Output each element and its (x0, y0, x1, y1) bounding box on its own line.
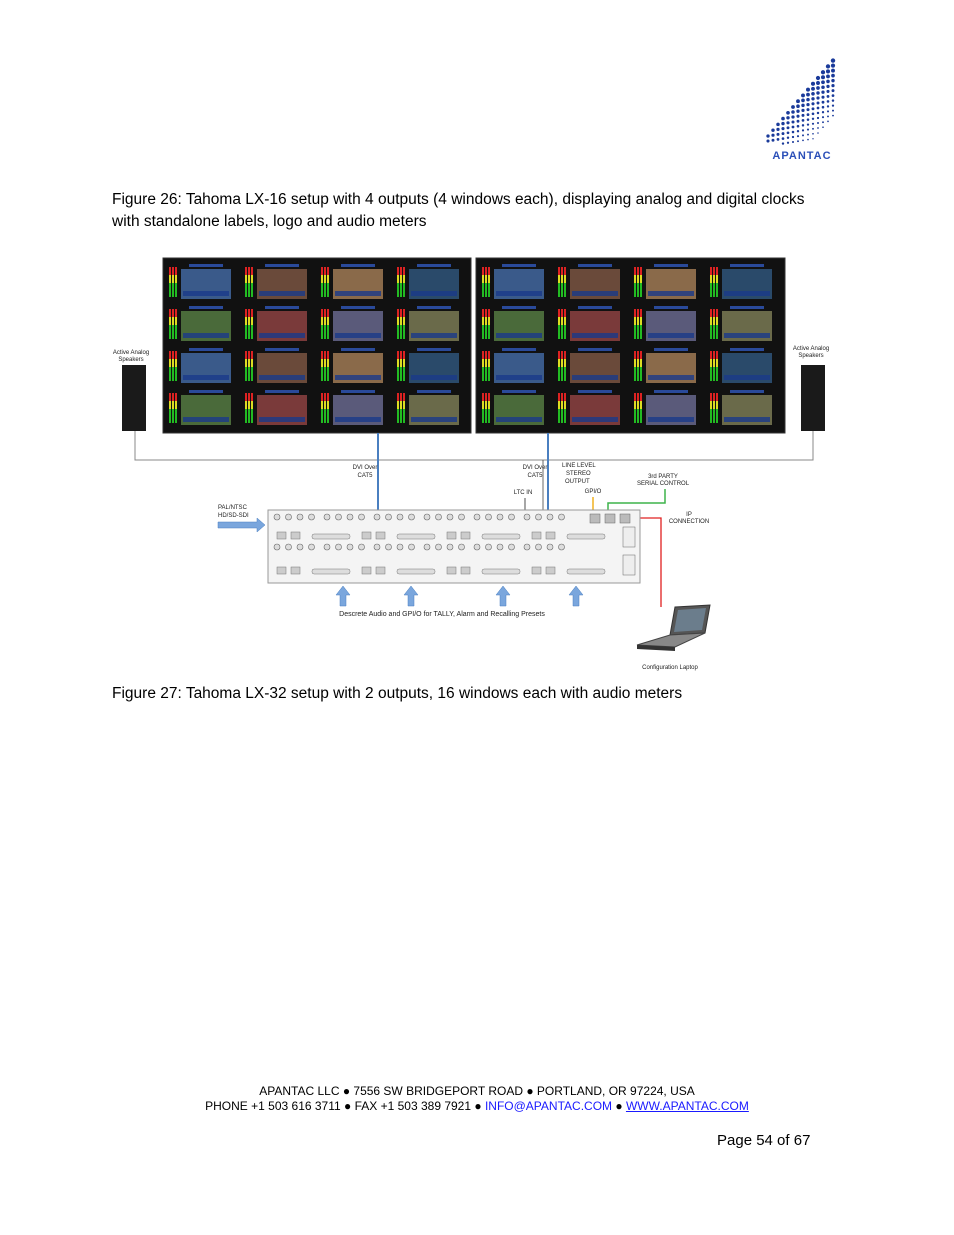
third-party-label-1: 3rd PARTY (648, 474, 678, 480)
laptop-icon (636, 604, 711, 651)
figure-26-caption: Figure 26: Tahoma LX-16 setup with 4 out… (112, 191, 805, 230)
gpio-label: GPI/O (585, 489, 602, 495)
ltc-in-label: LTC IN (514, 490, 533, 496)
speaker-right-label-1: Active Analog (793, 346, 829, 352)
footer-contact: PHONE +1 503 616 3711 ● FAX +1 503 389 7… (0, 1099, 954, 1114)
dvi-left-label-2: CAT5 (358, 473, 374, 479)
page-number: Page 54 of 67 (717, 1132, 811, 1149)
third-party-label-2: SERIAL CONTROL (637, 481, 690, 487)
line-level-label-1: LINE LEVEL (562, 463, 596, 469)
email-link[interactable]: INFO@APANTAC.COM (484, 1099, 613, 1113)
figure-27-diagram: Active Analog Speakers Active Analog Spe… (113, 257, 829, 671)
footer-phone-fax: PHONE +1 503 616 3711 ● FAX +1 503 389 7… (205, 1099, 485, 1113)
speaker-right (801, 365, 825, 431)
laptop-label: Configuration Laptop (642, 665, 698, 671)
footer-address: APANTAC LLC ● 7556 SW BRIDGEPORT ROAD ● … (259, 1084, 695, 1098)
input-label-2: HD/SD-SDI (218, 513, 249, 519)
speaker-right-label-2: Speakers (798, 353, 823, 359)
line-level-label-3: OUTPUT (565, 479, 590, 485)
ip-label-2: CONNECTION (669, 519, 709, 525)
dvi-right-label-2: CAT5 (528, 473, 544, 479)
logo-text: APANTAC (772, 150, 831, 162)
speaker-left-label-1: Active Analog (113, 350, 149, 356)
dvi-right-label-1: DVI Over (523, 465, 548, 471)
input-label-1: PAL/NTSC (218, 505, 248, 511)
website-link[interactable]: WWW.APANTAC.COM (625, 1099, 749, 1113)
speaker-left (122, 365, 146, 431)
footer-separator: ● (612, 1099, 626, 1113)
figure-27-caption: Figure 27: Tahoma LX-32 setup with 2 out… (112, 685, 683, 702)
speaker-left-label-2: Speakers (118, 357, 143, 363)
bottom-label: Descrete Audio and GPI/O for TALLY, Alar… (339, 611, 545, 618)
dvi-left-label-1: DVI Over (353, 465, 378, 471)
ip-label-1: IP (686, 512, 692, 518)
apantac-logo: APANTAC (766, 58, 836, 162)
line-level-label-2: STEREO (566, 471, 591, 477)
